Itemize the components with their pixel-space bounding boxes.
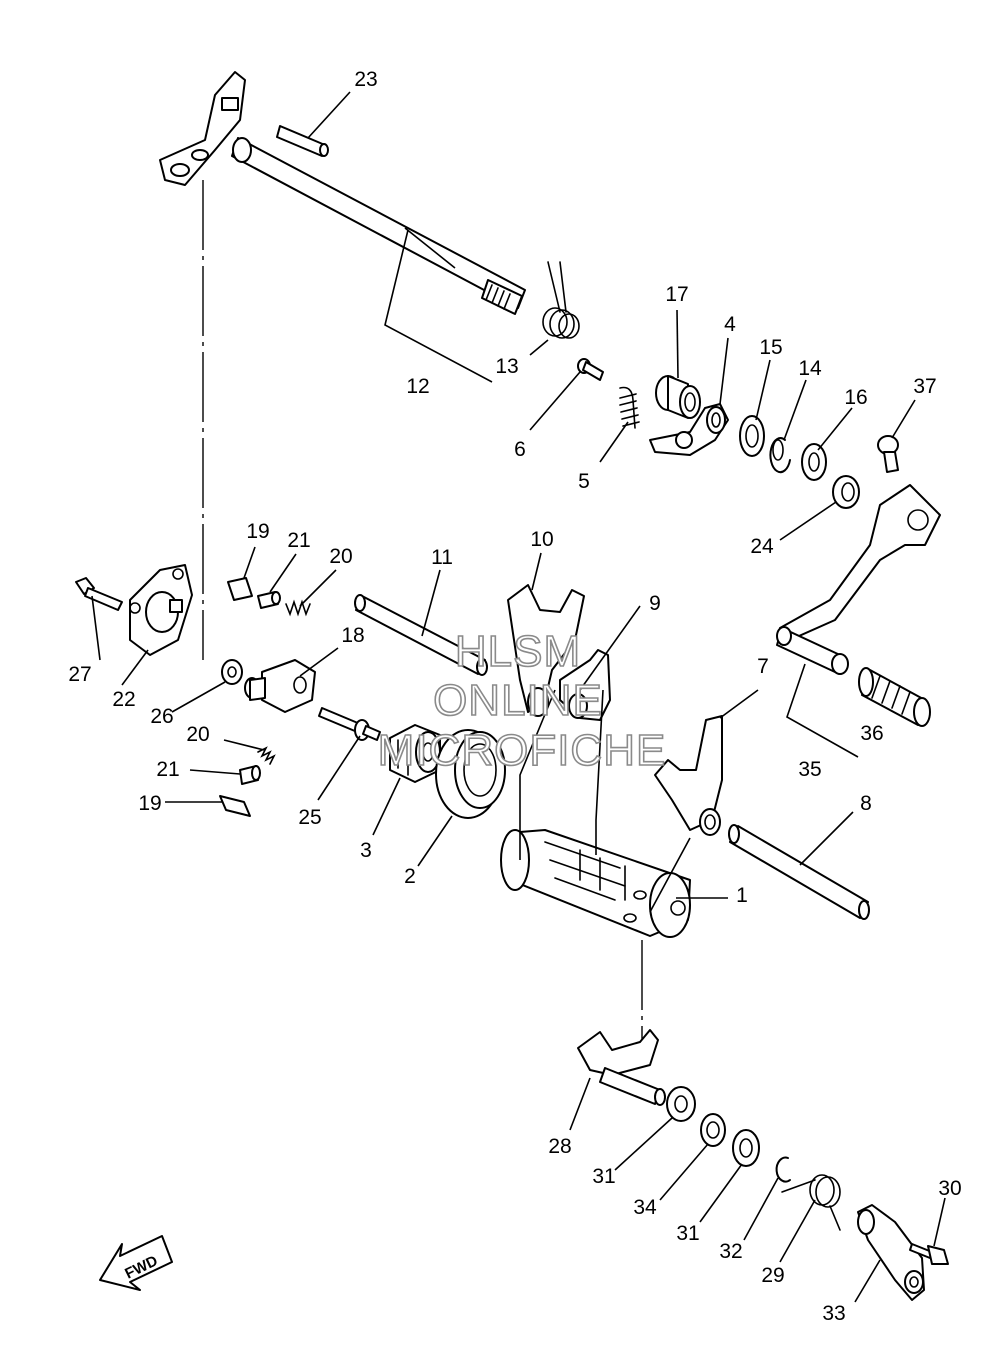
part-30-bolt	[909, 1243, 949, 1265]
part-29-torsion-spring	[781, 1174, 841, 1231]
callout-19a: 19	[246, 520, 269, 543]
part-33-stopper-lever	[857, 1204, 925, 1301]
callout-11: 11	[431, 546, 453, 569]
callout-labels: 23 12 13 6 5 17 4 15 14 16 37 24 10 9 11…	[68, 68, 961, 1325]
callout-27: 27	[68, 663, 91, 686]
callout-21b: 21	[156, 758, 179, 781]
callout-12: 12	[406, 375, 429, 398]
part-1-shift-drum	[500, 829, 691, 938]
callout-7: 7	[757, 655, 769, 678]
callout-35: 35	[798, 758, 821, 781]
part-21-pin-lower	[239, 765, 261, 785]
part-35-shift-pedal	[776, 484, 941, 675]
callout-37: 37	[913, 375, 936, 398]
part-4-shift-arm	[649, 403, 729, 456]
callout-16: 16	[844, 386, 867, 409]
part-27-bolt	[75, 577, 123, 611]
callout-21a: 21	[287, 529, 310, 552]
callout-20a: 20	[329, 545, 352, 568]
callout-22: 22	[112, 688, 135, 711]
leader-lines	[91, 91, 946, 1303]
part-31-washer-lower	[732, 1129, 760, 1167]
part-34-collar	[700, 1113, 726, 1147]
part-20-spring-upper	[285, 599, 311, 617]
callout-25: 25	[298, 806, 321, 829]
part-16-washer	[801, 443, 827, 481]
callout-33: 33	[822, 1302, 845, 1325]
part-32-circlip	[775, 1156, 791, 1183]
watermark-line-2: ONLINE	[433, 676, 603, 725]
callout-15: 15	[759, 336, 782, 359]
callout-31a: 31	[592, 1165, 615, 1188]
callout-30: 30	[938, 1177, 961, 1200]
part-36-pedal-rubber	[858, 667, 931, 727]
part-19-stopper-upper	[227, 577, 253, 601]
callout-20b: 20	[186, 723, 209, 746]
watermark-line-1: HLSM	[455, 627, 581, 676]
callout-31b: 31	[676, 1222, 699, 1245]
callout-9: 9	[649, 592, 661, 615]
callout-32: 32	[719, 1240, 742, 1263]
part-9-shift-fork	[559, 649, 611, 721]
callout-4: 4	[724, 313, 736, 336]
callout-3: 3	[360, 839, 372, 862]
part-23-shift-shaft-plate	[159, 71, 246, 186]
callout-29: 29	[761, 1264, 784, 1287]
fwd-arrow-icon: FWD	[99, 1235, 173, 1291]
part-13-torsion-spring	[542, 261, 580, 339]
callout-24: 24	[750, 535, 774, 558]
part-37-bolt	[877, 435, 899, 473]
part-28-stopper-lever-shaft	[577, 1029, 666, 1106]
part-18-segment	[244, 659, 316, 713]
callout-26: 26	[150, 705, 173, 728]
part-22-segment-plate	[129, 564, 193, 656]
part-20-spring-lower	[257, 746, 276, 765]
part-2-bearing	[435, 729, 506, 819]
callout-34: 34	[633, 1196, 657, 1219]
part-10-shift-fork	[507, 584, 585, 717]
callout-36: 36	[860, 722, 883, 745]
callout-18: 18	[341, 624, 364, 647]
part-8-fork-shaft	[728, 824, 870, 920]
part-14-circlip	[769, 437, 791, 474]
callout-13: 13	[495, 355, 518, 378]
watermark-line-3: MICROFICHE	[378, 726, 667, 775]
part-19-stopper-lower	[219, 795, 251, 817]
callout-19b: 19	[138, 792, 161, 815]
part-26-bushing	[221, 659, 243, 685]
part-17-collar	[655, 375, 701, 419]
callout-23: 23	[354, 68, 377, 91]
part-31-washer-upper	[666, 1086, 696, 1122]
part-12-shift-shaft	[231, 137, 526, 315]
callout-8: 8	[860, 792, 872, 815]
part-5-spring	[619, 386, 640, 429]
callout-28: 28	[548, 1135, 571, 1158]
part-6-bolt	[577, 358, 604, 381]
part-11-fork-shaft	[354, 594, 488, 676]
watermark: HLSM ONLINE MICROFICHE	[377, 626, 667, 776]
part-3-segment	[389, 724, 441, 783]
callout-1: 1	[736, 884, 748, 907]
part-21-pin-upper	[257, 591, 281, 609]
part-15-washer	[739, 415, 765, 457]
callout-2: 2	[404, 865, 416, 888]
callout-17: 17	[665, 283, 688, 306]
callout-10: 10	[530, 528, 553, 551]
part-23-pin	[276, 125, 329, 157]
part-24-oil-seal	[832, 475, 860, 509]
part-25-bolt	[318, 707, 381, 741]
callout-6: 6	[514, 438, 526, 461]
callout-14: 14	[798, 357, 822, 380]
callout-5: 5	[578, 470, 590, 493]
